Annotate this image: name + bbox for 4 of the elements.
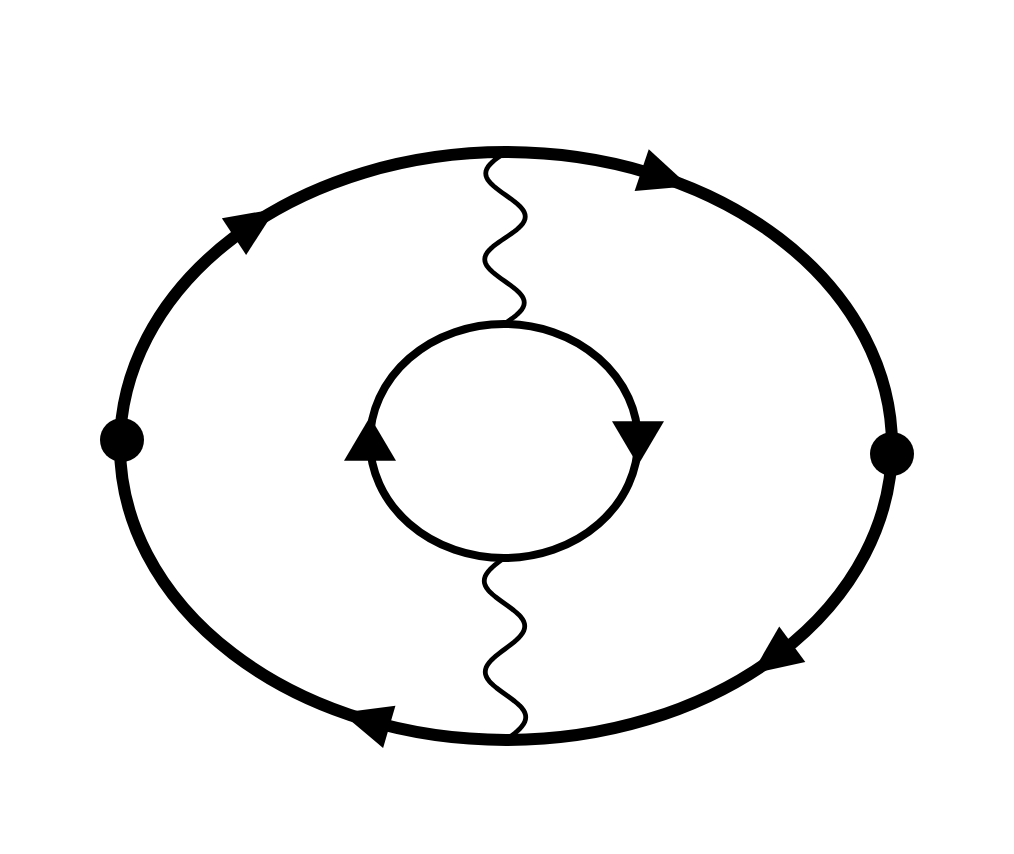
inner-loop [366, 320, 642, 562]
vertex-dot [100, 418, 144, 462]
outer-loop [114, 146, 898, 746]
vertex-dot [870, 432, 914, 476]
